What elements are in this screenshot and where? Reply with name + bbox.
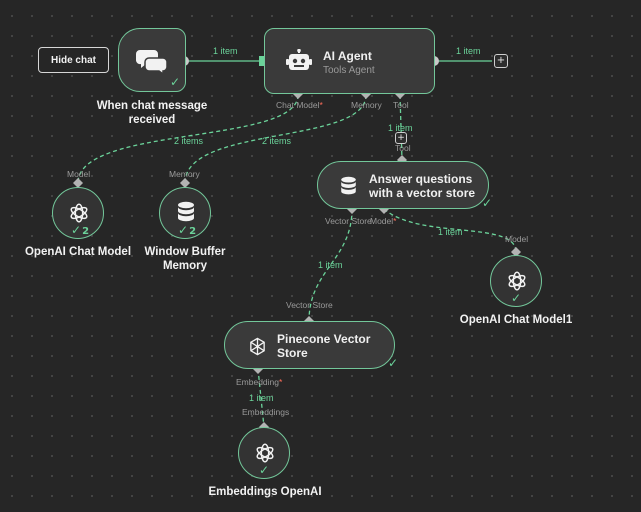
success-check-icon: ✓ bbox=[169, 75, 180, 89]
openai-icon bbox=[67, 201, 91, 225]
edge-pinecone-embeddings bbox=[257, 368, 265, 428]
ai-agent-title: AI Agent bbox=[323, 49, 372, 63]
port-label-pinecone-embedding: Embedding* bbox=[236, 377, 283, 387]
pinecone-icon bbox=[247, 336, 267, 356]
openai-icon bbox=[253, 441, 277, 465]
window-buffer-memory-label-line2: Memory bbox=[162, 260, 208, 272]
edge-label-tool: 1 item bbox=[388, 123, 413, 133]
node-ai-agent[interactable]: AI Agent Tools Agent bbox=[264, 28, 435, 94]
robot-icon bbox=[285, 48, 313, 74]
port-label-tool-in: Tool bbox=[395, 143, 411, 153]
port-label-openai1-model: Model bbox=[505, 234, 529, 244]
node-window-buffer-memory[interactable]: ✓2 bbox=[159, 187, 211, 239]
database-icon bbox=[338, 175, 358, 197]
edge-label-chat-model: 2 items bbox=[174, 136, 204, 146]
port-label-chat-model: Chat Model* bbox=[276, 100, 323, 110]
window-buffer-memory-label-line1: Window Buffer bbox=[144, 246, 226, 258]
chat-bubbles-icon bbox=[135, 47, 169, 75]
port-label-pinecone-vector-store: Vector Store bbox=[286, 300, 333, 310]
success-check-icon: ✓ bbox=[259, 463, 270, 477]
port-label-embeddings-out: Embeddings bbox=[242, 407, 290, 417]
edge-memory bbox=[184, 94, 367, 184]
vector-store-tool-title-line2: with a vector store bbox=[369, 186, 476, 200]
port-label-memory-in: Memory bbox=[169, 169, 200, 179]
success-check-icon: ✓2 bbox=[178, 223, 197, 237]
edge-label-memory: 2 items bbox=[262, 136, 292, 146]
edge-tool bbox=[399, 94, 403, 161]
openai-chat-model-label: OpenAI Chat Model bbox=[24, 246, 132, 258]
edge-label-trigger-agent: 1 item bbox=[213, 46, 238, 56]
port-memory-in bbox=[180, 178, 190, 188]
success-check-icon: ✓ bbox=[481, 196, 492, 210]
embeddings-openai-label: Embeddings OpenAI bbox=[208, 486, 322, 498]
pinecone-title-line1: Pinecone Vector bbox=[277, 332, 371, 346]
vector-store-tool-title: Answer questions with a vector store bbox=[369, 172, 475, 200]
port-label-tool: Tool bbox=[393, 100, 409, 110]
node-pinecone-vector-store[interactable]: Pinecone Vector Store ✓ bbox=[224, 321, 398, 370]
node-embeddings-openai[interactable]: ✓ bbox=[238, 427, 290, 479]
port-label-openai-model: Model bbox=[67, 169, 91, 179]
window-buffer-memory-label: Window Buffer Memory bbox=[130, 245, 240, 273]
database-icon bbox=[175, 200, 197, 224]
edge-label-agent-out: 1 item bbox=[456, 46, 481, 56]
success-check-icon: ✓ bbox=[511, 291, 522, 305]
add-tool-button[interactable]: + bbox=[395, 132, 407, 144]
add-node-button[interactable]: + bbox=[494, 54, 508, 68]
port-openai1-model bbox=[511, 247, 521, 257]
chat-trigger-label-line2: received bbox=[128, 114, 176, 126]
openai-chat-model1-label: OpenAI Chat Model1 bbox=[459, 314, 573, 326]
success-check-icon: ✓2 bbox=[71, 223, 90, 237]
port-label-memory: Memory bbox=[351, 100, 382, 110]
pinecone-title: Pinecone Vector Store bbox=[277, 332, 370, 360]
chat-trigger-label: When chat message received bbox=[90, 99, 214, 127]
edge-label-vs-pinecone: 1 item bbox=[318, 260, 343, 270]
node-openai-chat-model[interactable]: ✓2 bbox=[52, 187, 104, 239]
success-check-icon: ✓ bbox=[387, 356, 398, 370]
edge-chat-model bbox=[77, 94, 299, 184]
pinecone-title-line2: Store bbox=[277, 346, 308, 360]
chat-trigger-label-line1: When chat message bbox=[96, 100, 208, 112]
edge-vs-model1 bbox=[383, 208, 517, 253]
hide-chat-button[interactable]: Hide chat bbox=[38, 47, 109, 73]
vector-store-tool-title-line1: Answer questions bbox=[369, 172, 473, 186]
port-label-vs-model: Model* bbox=[370, 216, 397, 226]
edge-label-pinecone-embeddings: 1 item bbox=[249, 393, 274, 403]
openai-icon bbox=[505, 269, 529, 293]
node-openai-chat-model1[interactable]: ✓ bbox=[490, 255, 542, 307]
node-vector-store-tool[interactable]: Answer questions with a vector store ✓ bbox=[317, 161, 492, 210]
ai-agent-subtitle: Tools Agent bbox=[323, 65, 375, 76]
edge-vs-pinecone bbox=[308, 208, 353, 322]
port-openai-model bbox=[73, 178, 83, 188]
port-label-vs-vector-store: Vector Store bbox=[325, 216, 372, 226]
edge-label-vs-model1: 1 item bbox=[438, 227, 463, 237]
node-chat-trigger[interactable]: ✓ bbox=[118, 28, 186, 92]
